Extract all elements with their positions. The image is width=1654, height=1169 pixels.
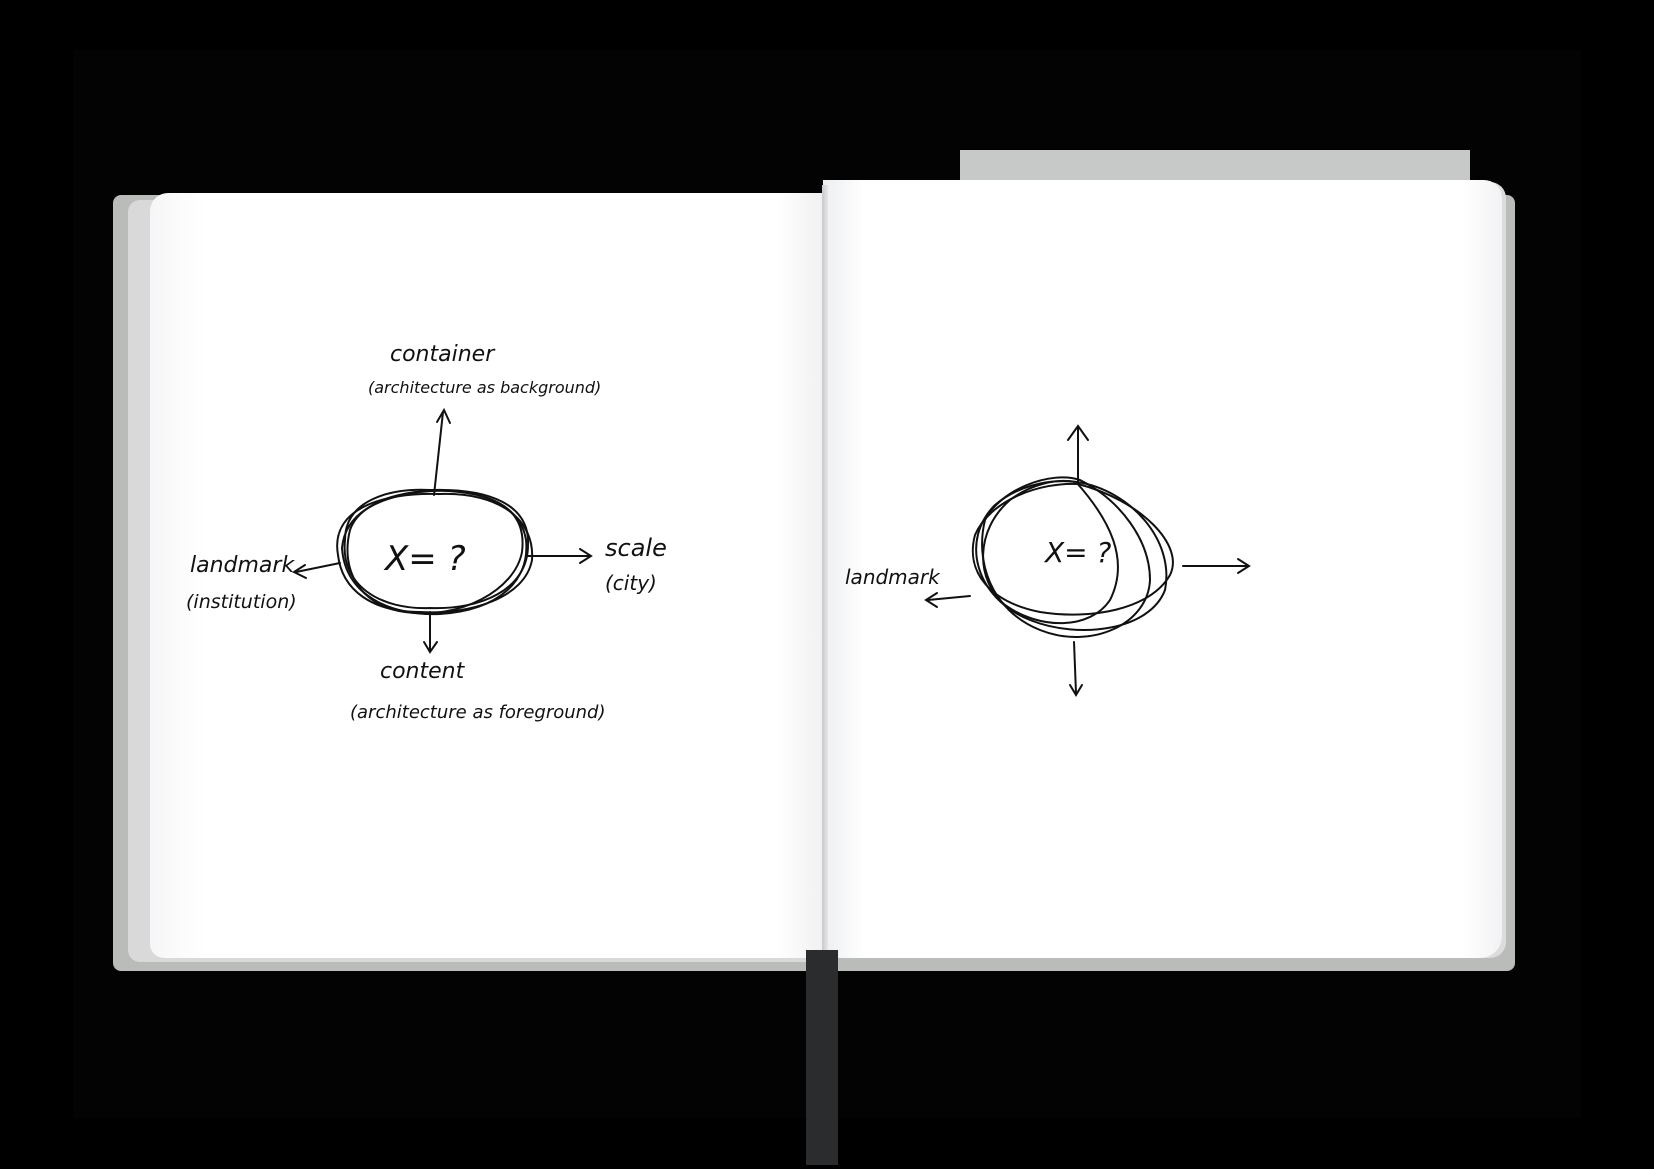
right-center-formula: X= ? xyxy=(1043,536,1112,569)
arrow-up xyxy=(433,411,444,496)
left-diagram xyxy=(291,407,593,654)
left-page xyxy=(150,193,831,958)
arrow-left xyxy=(295,562,341,573)
left-center-formula: X= ? xyxy=(383,539,466,579)
bookmark-ribbon xyxy=(806,950,838,1165)
arrow-up-head xyxy=(436,407,451,424)
arrow-left-head xyxy=(291,564,307,579)
right-arrow-left-head xyxy=(924,592,938,608)
arrow-right-head xyxy=(579,548,593,564)
label-scale: scale xyxy=(605,534,667,562)
book-gutter xyxy=(822,185,828,958)
label-container: container xyxy=(390,342,496,367)
label-content-sub: (architecture as foreground) xyxy=(350,702,606,723)
label-institution: (institution) xyxy=(186,591,297,613)
label-city: (city) xyxy=(605,571,657,595)
right-arrow-right-head xyxy=(1237,558,1251,574)
right-arrow-left xyxy=(927,595,971,601)
label-content: content xyxy=(380,659,466,684)
label-landmark-left: landmark xyxy=(190,553,295,578)
left-ellipse-stroke xyxy=(343,488,530,610)
right-shape-stroke xyxy=(981,476,1152,638)
left-ellipse-stroke xyxy=(340,489,528,616)
right-arrow-down xyxy=(1073,641,1077,694)
arrow-down-head xyxy=(423,641,438,654)
right-shape-stroke xyxy=(982,479,1119,625)
right-diagram xyxy=(924,424,1251,697)
label-landmark-right: landmark xyxy=(845,565,941,589)
right-arrow-up-head xyxy=(1067,424,1089,441)
right-arrow-down-head xyxy=(1069,684,1083,697)
label-container-sub: (architecture as background) xyxy=(368,378,601,397)
right-shape-stroke xyxy=(971,482,1174,616)
right-page xyxy=(823,180,1502,958)
